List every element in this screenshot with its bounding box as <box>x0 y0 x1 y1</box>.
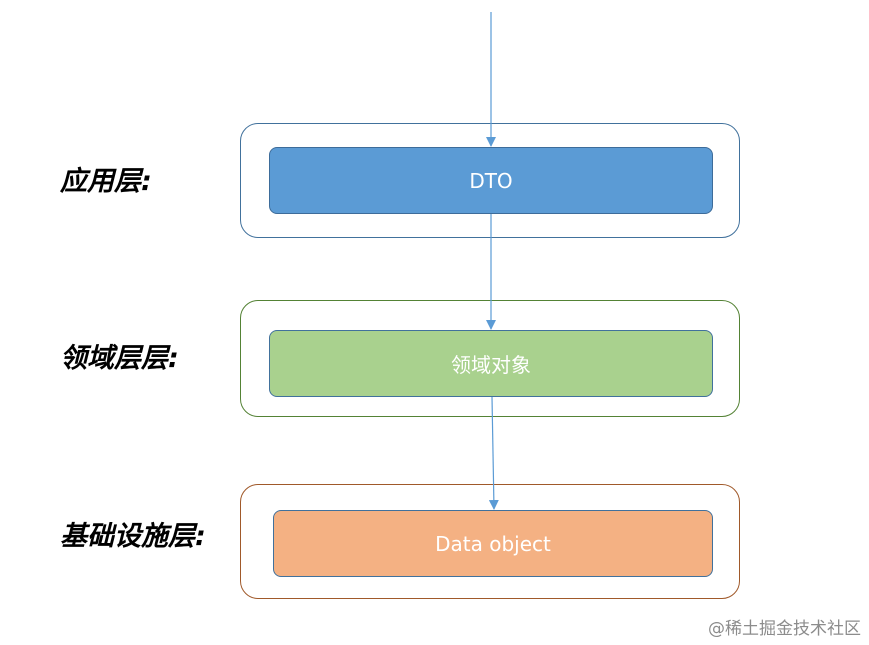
application-layer-label: 应用层: <box>60 166 152 197</box>
data-object-box: Data object <box>273 510 713 577</box>
domain-object-box: 领域对象 <box>269 330 713 397</box>
domain-layer-label: 领域层层: <box>60 343 179 374</box>
dto-box: DTO <box>269 147 713 214</box>
watermark: @稀土掘金技术社区 <box>708 619 861 639</box>
infrastructure-layer-label: 基础设施层: <box>60 521 206 552</box>
